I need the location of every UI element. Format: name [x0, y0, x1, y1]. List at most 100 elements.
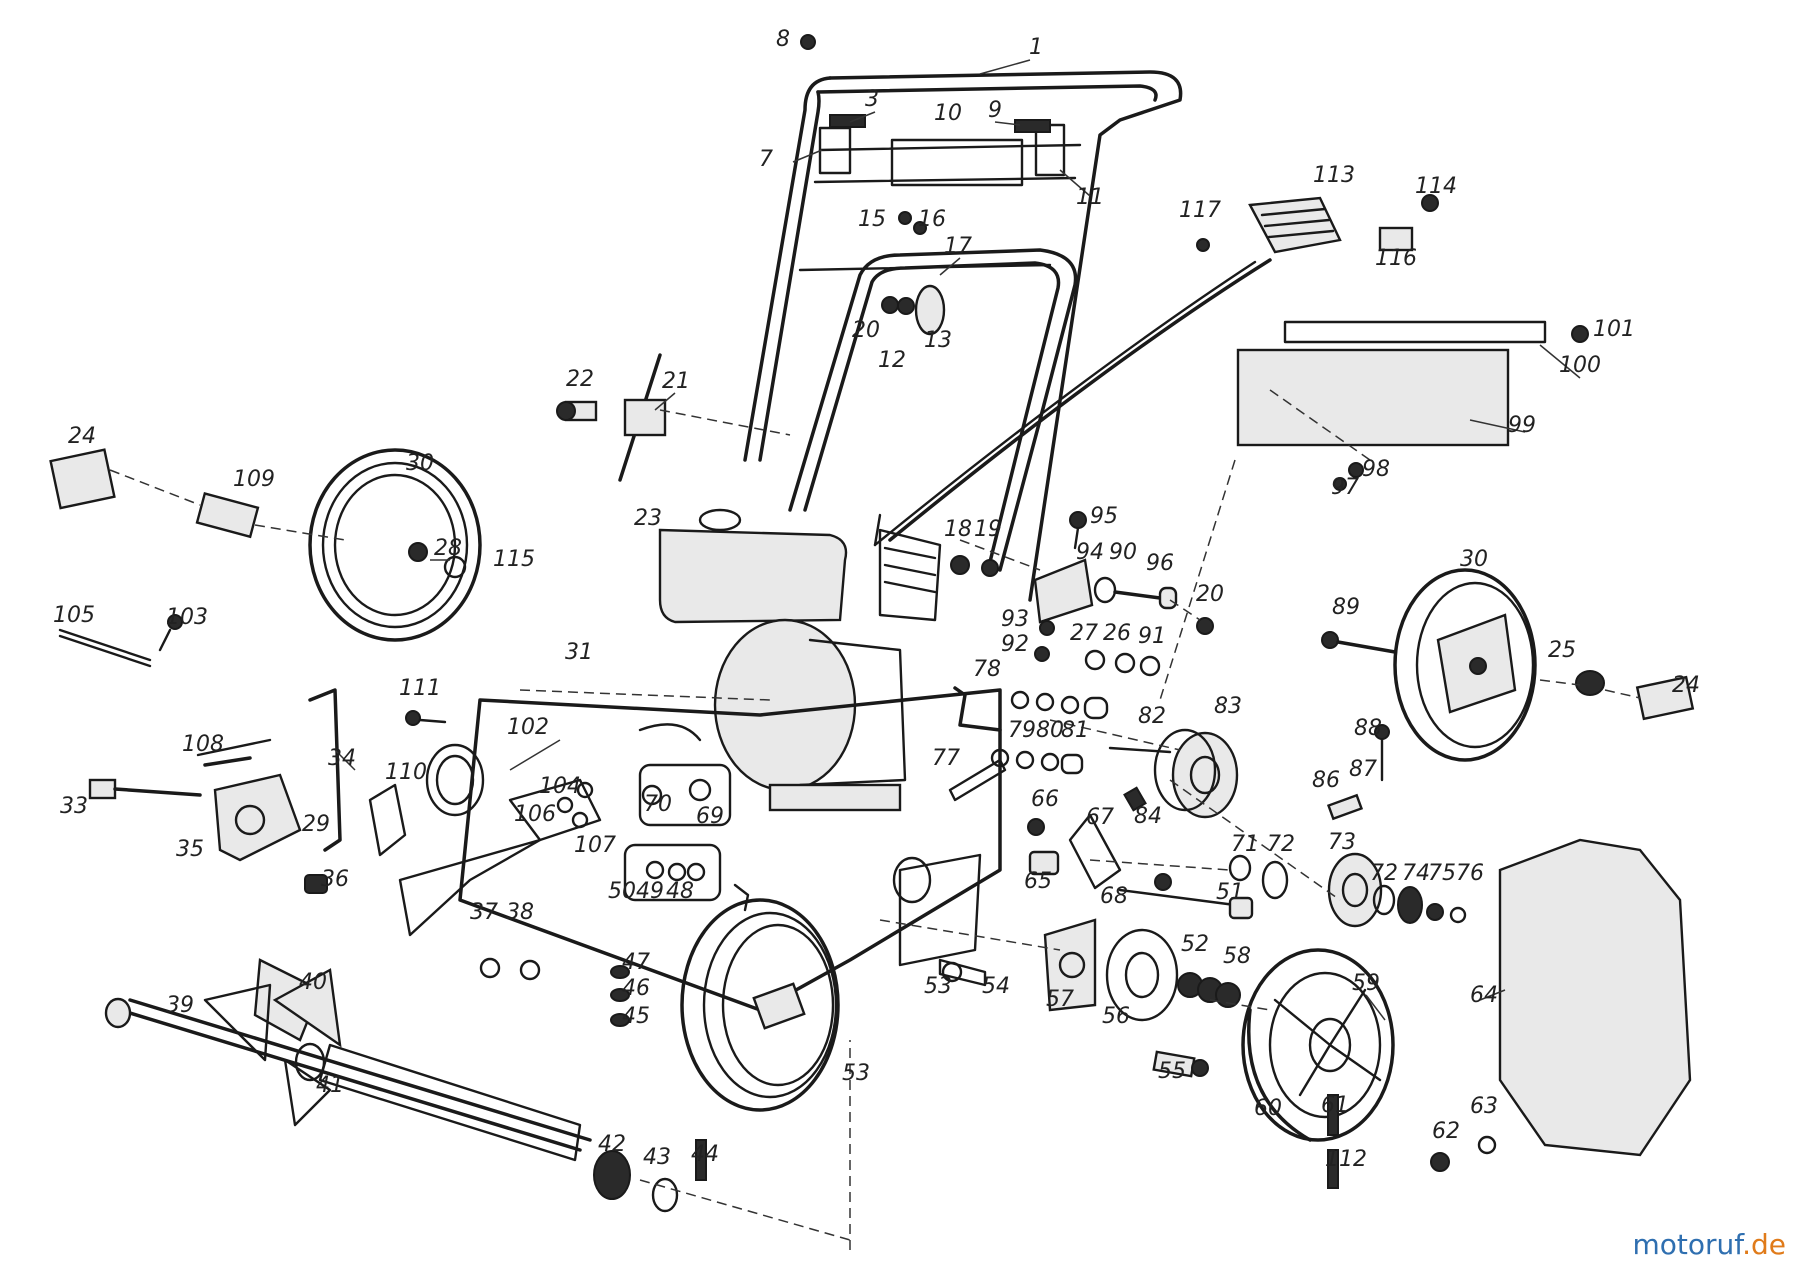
- part-label-p34: 34: [328, 746, 356, 771]
- part-label-p30b: 30: [1460, 547, 1488, 572]
- part-label-p108: 108: [182, 732, 224, 757]
- part-label-p63: 63: [1470, 1094, 1498, 1119]
- decal-plate: [890, 138, 1024, 187]
- part-label-p101: 101: [1593, 317, 1635, 342]
- watermark-tld: .de: [1742, 1228, 1786, 1261]
- part-label-p35: 35: [176, 837, 204, 862]
- part-label-p17: 17: [944, 234, 972, 259]
- part-label-p33: 33: [60, 794, 88, 819]
- part-label-p102: 102: [507, 715, 549, 740]
- leader-lines: [334, 59, 1581, 1021]
- part-label-p78: 78: [973, 657, 1001, 682]
- part-label-p8: 8: [776, 27, 790, 52]
- part-label-p99: 99: [1508, 413, 1536, 438]
- part-label-p115: 115: [493, 547, 535, 572]
- part-label-p79: 79: [1008, 718, 1036, 743]
- wheel-front-left: [680, 883, 840, 1112]
- part-label-p54: 54: [982, 974, 1010, 999]
- lever-3: [829, 114, 866, 128]
- part-label-p12: 12: [878, 348, 906, 373]
- part-label-p86: 86: [1312, 768, 1340, 793]
- part-label-p40: 40: [299, 970, 327, 995]
- part-label-p31: 31: [565, 640, 593, 665]
- part-label-p69: 69: [696, 804, 724, 829]
- assembly-lines: [519, 389, 1371, 1250]
- part-label-p73: 73: [1328, 830, 1356, 855]
- part-label-p56: 56: [1102, 1004, 1130, 1029]
- part-label-p36: 36: [321, 867, 349, 892]
- part-label-p104: 104: [539, 774, 581, 799]
- part-label-p97: 97: [1331, 475, 1359, 500]
- part-label-p3: 3: [865, 87, 879, 112]
- part-label-p66: 66: [1031, 787, 1059, 812]
- height-lever: [88, 688, 485, 894]
- part-label-p59: 59: [1352, 971, 1380, 996]
- nut-16: [913, 221, 927, 235]
- pulleys: [1108, 724, 1467, 1189]
- part-label-p72a: 72: [1267, 832, 1295, 857]
- part-label-p18: 18: [944, 517, 972, 542]
- part-label-p43: 43: [643, 1145, 671, 1170]
- part-label-p107: 107: [574, 833, 616, 858]
- engine: [658, 508, 942, 812]
- part-label-p46: 46: [622, 976, 650, 1001]
- lower-handle: [788, 248, 1078, 572]
- part-label-p7: 7: [759, 147, 773, 172]
- control-box: [873, 194, 1439, 547]
- part-label-p96: 96: [1146, 551, 1174, 576]
- part-label-p51: 51: [1216, 880, 1244, 905]
- part-label-p95: 95: [1090, 504, 1118, 529]
- part-label-p48: 48: [666, 879, 694, 904]
- part-label-p72b: 72: [1370, 861, 1398, 886]
- part-label-p116: 116: [1375, 246, 1417, 271]
- back-plate: [1236, 320, 1589, 491]
- part-label-p77: 77: [932, 746, 960, 771]
- part-label-p80: 80: [1036, 718, 1064, 743]
- part-label-p114: 114: [1415, 174, 1457, 199]
- wheel-left: [49, 448, 482, 642]
- handle-mount-bracket: [950, 511, 1214, 677]
- part-label-p21: 21: [662, 369, 690, 394]
- part-label-p11: 11: [1076, 185, 1104, 210]
- part-label-p15: 15: [858, 207, 886, 232]
- part-label-p92: 92: [1001, 632, 1029, 657]
- part-label-p29: 29: [302, 812, 330, 837]
- washer-12: [897, 297, 915, 315]
- part-label-p9: 9: [988, 98, 1002, 123]
- part-label-p112: 112: [1325, 1147, 1367, 1172]
- part-label-p88: 88: [1354, 716, 1382, 741]
- watermark: motoruf.de: [1633, 1228, 1787, 1261]
- part-label-p24b: 24: [1672, 673, 1700, 698]
- part-label-p87: 87: [1349, 757, 1377, 782]
- part-label-p89: 89: [1332, 595, 1360, 620]
- part-label-p38: 38: [506, 900, 534, 925]
- part-label-p105: 105: [53, 603, 95, 628]
- part-label-p10: 10: [934, 101, 962, 126]
- part-label-p74: 74: [1402, 861, 1430, 886]
- part-label-p39: 39: [166, 993, 194, 1018]
- part-label-p81: 81: [1061, 718, 1089, 743]
- part-label-p16: 16: [918, 207, 946, 232]
- part-label-p84: 84: [1134, 804, 1162, 829]
- part-label-p67: 67: [1086, 805, 1114, 830]
- drive-mechanism: [892, 813, 1254, 1078]
- part-label-p24a: 24: [68, 424, 96, 449]
- washer-20: [881, 296, 899, 314]
- bolt-62: [1430, 1152, 1450, 1172]
- height-adjuster: [556, 353, 667, 482]
- knob-13: [914, 284, 946, 336]
- part-label-p47: 47: [622, 950, 650, 975]
- washer-63: [1477, 1135, 1497, 1155]
- part-label-p53a: 53: [924, 974, 952, 999]
- linkage: [948, 686, 1109, 802]
- belt-cover: [1498, 838, 1692, 1157]
- part-label-p52: 52: [1181, 932, 1209, 957]
- part-label-p76: 76: [1456, 861, 1484, 886]
- part-label-p94: 94: [1076, 540, 1104, 565]
- part-label-p70: 70: [644, 792, 672, 817]
- part-label-p26: 26: [1103, 621, 1131, 646]
- part-label-p93: 93: [1001, 607, 1029, 632]
- part-label-p45: 45: [622, 1004, 650, 1029]
- part-label-p50: 50: [608, 879, 636, 904]
- tine-shaft: [104, 958, 707, 1213]
